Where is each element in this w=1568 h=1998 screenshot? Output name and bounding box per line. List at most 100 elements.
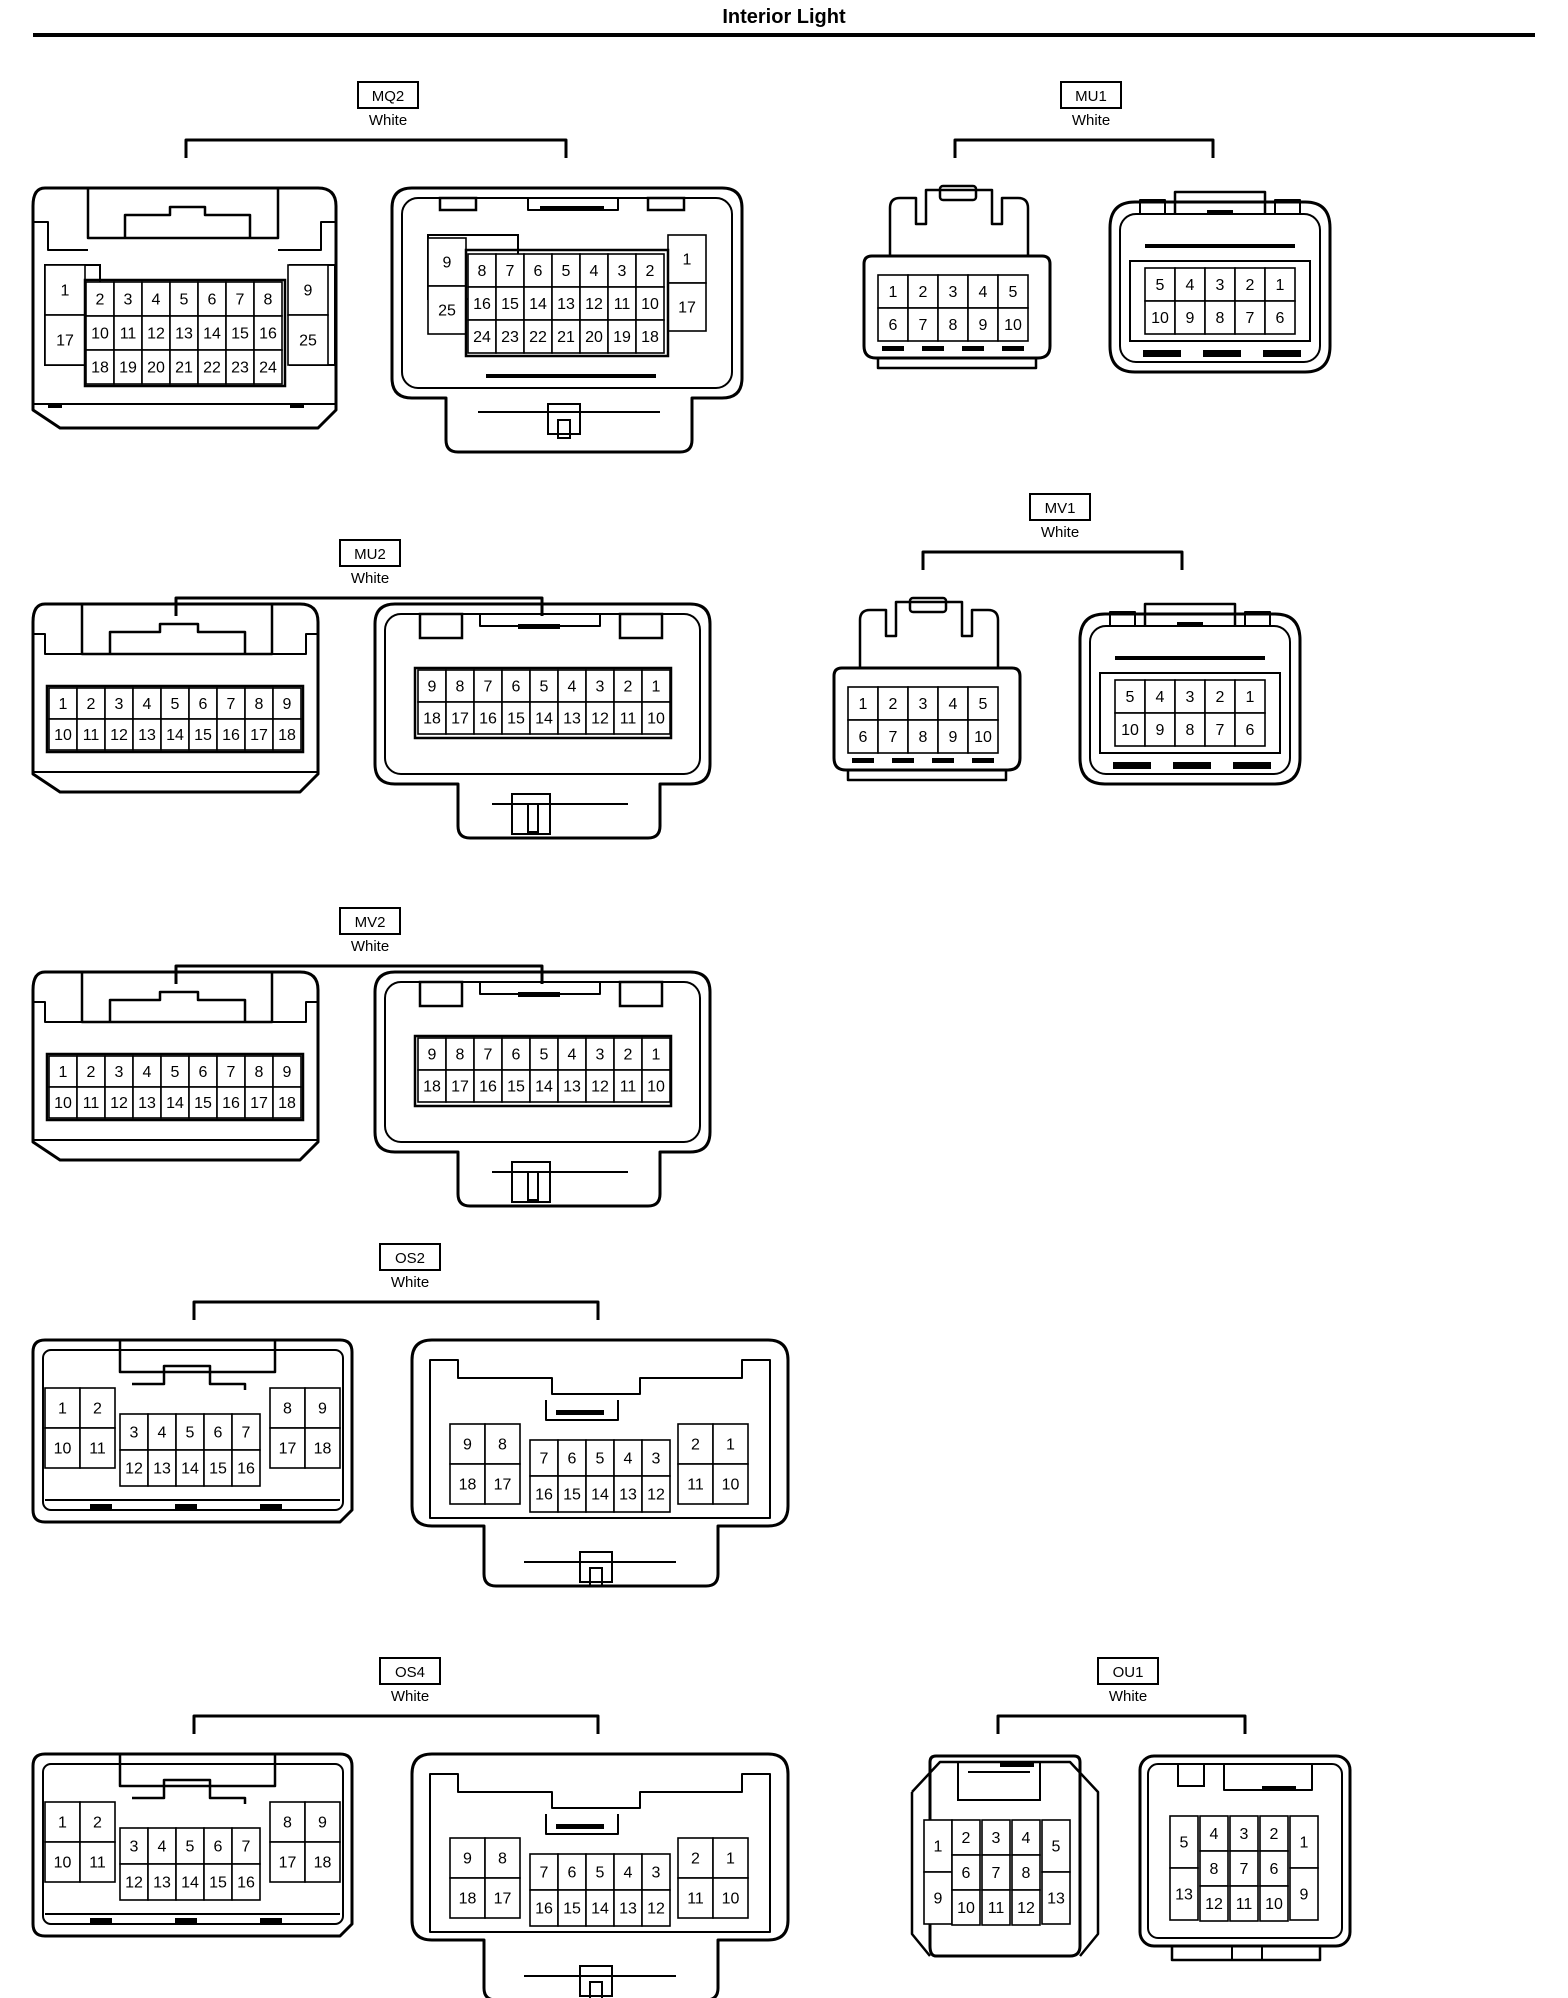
pin-number: 2 [87, 1064, 96, 1081]
latch-mark [1263, 350, 1301, 357]
bracket-line [192, 1714, 600, 1734]
pin-cell [197, 315, 227, 351]
latch-mark [1203, 350, 1241, 357]
pin-number: 2 [889, 696, 898, 713]
housing-outline [123, 205, 252, 238]
pin-cell [495, 253, 525, 288]
pin-number: 7 [227, 696, 236, 713]
pin-number: 4 [568, 1046, 577, 1063]
connector-color: White [1072, 112, 1110, 129]
pin-number: 4 [979, 284, 988, 301]
inner-outline [42, 1763, 344, 1925]
pin-cell [147, 1413, 177, 1451]
pin-number: 24 [259, 359, 277, 376]
pin-cell [141, 349, 171, 385]
pin-number: 8 [283, 1814, 292, 1831]
inner-outline [384, 981, 701, 1143]
inner-outline [1147, 1763, 1343, 1939]
pin-cell [287, 264, 329, 316]
connector-id: MV1 [1045, 500, 1076, 517]
pin-cell [981, 1889, 1011, 1926]
connector-id-box [1060, 81, 1122, 109]
lock-tab [579, 1551, 613, 1583]
pin-cell [951, 1854, 981, 1891]
pin-cell [169, 349, 199, 385]
pin-number: 2 [93, 1400, 102, 1417]
pin-cell [529, 701, 559, 735]
pin-cell [613, 1853, 643, 1891]
bracket-line [996, 1714, 1247, 1734]
pin-number: 1 [58, 1814, 67, 1831]
latch-mark [175, 1504, 197, 1509]
pin-number: 18 [423, 710, 441, 727]
latch-window [438, 196, 478, 212]
housing-outline [1143, 602, 1237, 626]
pin-cell [907, 307, 939, 342]
pin-number: 4 [152, 291, 161, 308]
pin-frame [45, 684, 305, 754]
pin-cell [937, 686, 969, 721]
pin-number: 10 [54, 1854, 72, 1871]
pin-number: 14 [203, 325, 221, 342]
pin-number: 11 [83, 727, 100, 744]
lock-tab [1231, 1945, 1263, 1961]
pin-number: 9 [979, 317, 988, 334]
housing-outline [86, 188, 280, 240]
latch-window [618, 980, 664, 1008]
pin-number: 18 [423, 1078, 441, 1095]
housing-outline [31, 1752, 354, 1938]
pin-cell [1114, 712, 1146, 747]
pin-cell [1169, 1867, 1199, 1921]
housing-outline [1173, 190, 1267, 214]
pin-cell [585, 669, 615, 703]
pin-cell [585, 1475, 615, 1513]
housing-outline [1274, 199, 1301, 214]
housing-outline [33, 633, 82, 655]
pin-number: 11 [687, 1476, 704, 1493]
pin-number: 3 [992, 1830, 1001, 1847]
latch-mark [892, 758, 914, 763]
pin-cell [449, 1837, 486, 1879]
connector-id: OS4 [395, 1664, 425, 1681]
pin-number: 14 [529, 296, 547, 313]
pin-number: 1 [859, 696, 868, 713]
connector-color: White [1109, 1688, 1147, 1705]
pin-cell [113, 315, 143, 351]
pin-cell [484, 1423, 521, 1465]
pin-cell [997, 307, 1029, 342]
lock-tab [527, 1171, 539, 1201]
housing-outline [390, 186, 744, 454]
pin-cell [272, 1055, 302, 1088]
pin-number: 6 [214, 1424, 223, 1441]
latch-mark [1262, 1786, 1296, 1790]
latch-mark [1113, 762, 1151, 769]
pin-number: 6 [199, 1064, 208, 1081]
pin-frame [1099, 672, 1281, 754]
pin-number: 16 [535, 1486, 553, 1503]
pin-cell [712, 1877, 749, 1919]
pin-cell [613, 1439, 643, 1477]
pin-cell [225, 315, 255, 351]
pin-cell [557, 1889, 587, 1927]
latch-mark [1173, 762, 1211, 769]
pin-cell [175, 1413, 205, 1451]
pin-number: 2 [1216, 689, 1225, 706]
pin-cell [847, 686, 879, 721]
pin-cell [253, 349, 283, 385]
pin-number: 1 [652, 678, 661, 695]
pin-number: 17 [250, 727, 268, 744]
pin-cell [557, 1853, 587, 1891]
connector-id-box [1029, 493, 1091, 521]
pin-cell [712, 1837, 749, 1879]
pin-number: 8 [498, 1436, 507, 1453]
pin-cell [523, 253, 553, 288]
pin-number: 5 [1126, 689, 1135, 706]
pin-cell [1144, 300, 1176, 335]
pin-number: 17 [279, 1854, 297, 1871]
